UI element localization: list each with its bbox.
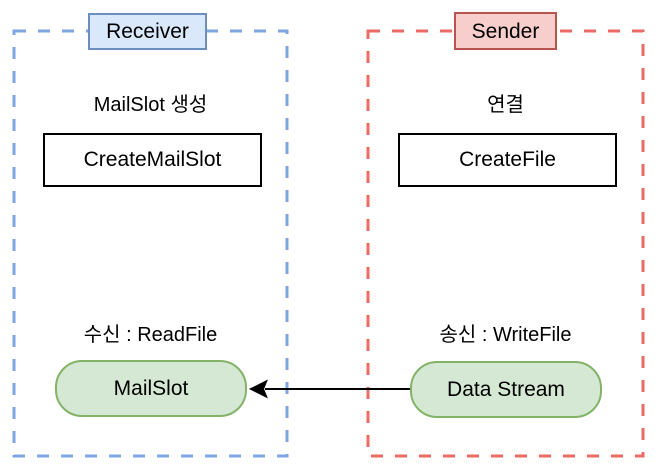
create-file-label: CreateFile	[459, 148, 556, 171]
sender-dashed-box	[366, 29, 645, 458]
create-mailslot-box: CreateMailSlot	[43, 133, 262, 187]
mailslot-node-label: MailSlot	[113, 376, 189, 400]
data-stream-node: Data Stream	[410, 361, 602, 418]
mailslot-node: MailSlot	[55, 360, 247, 417]
receiver-step1-caption: MailSlot 생성	[93, 94, 208, 116]
sender-group-label-text: Sender	[471, 19, 540, 43]
receiver-dashed-box	[12, 29, 289, 458]
receiver-group-label-text: Receiver	[106, 20, 189, 43]
sender-group-label: Sender	[454, 12, 557, 50]
create-mailslot-label: CreateMailSlot	[83, 148, 222, 171]
data-stream-node-label: Data Stream	[447, 377, 565, 401]
receiver-step2-caption: 수신 : ReadFile	[83, 324, 218, 346]
sender-step2-caption: 송신 : WriteFile	[439, 324, 572, 346]
create-file-box: CreateFile	[398, 133, 617, 187]
sender-step1-caption: 연결	[487, 94, 524, 116]
receiver-group-label: Receiver	[88, 13, 207, 50]
data-flow-arrowhead	[248, 379, 268, 399]
